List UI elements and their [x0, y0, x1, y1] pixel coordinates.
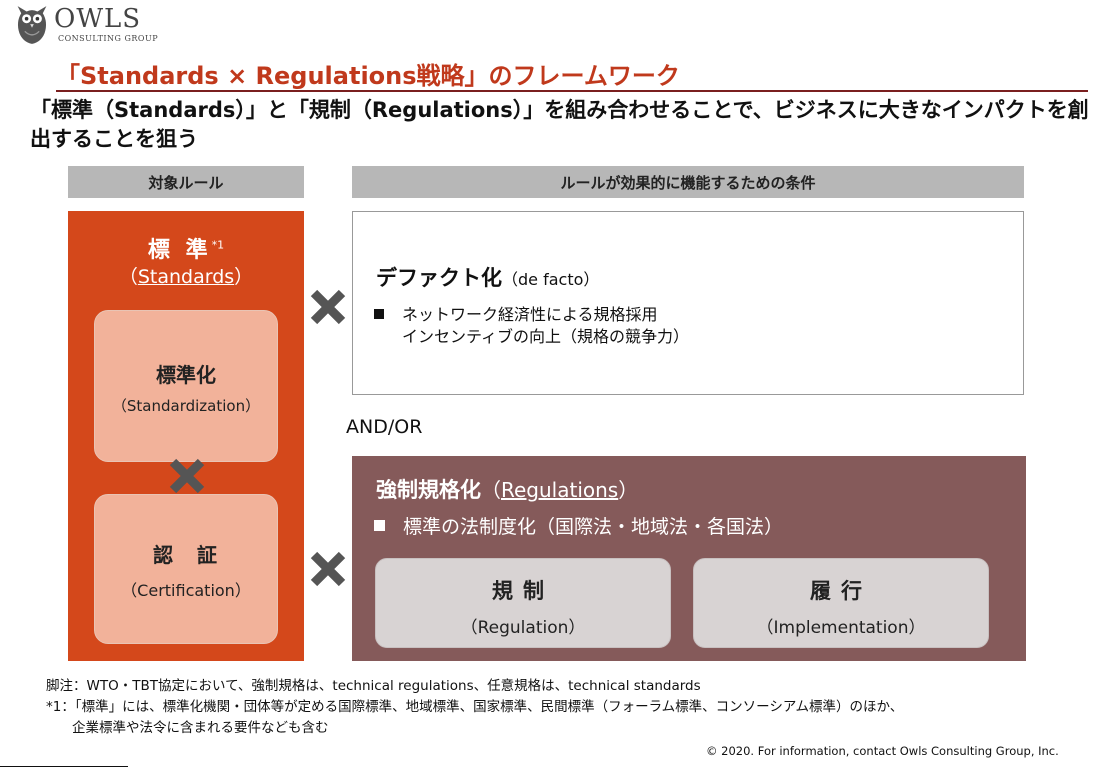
standards-subtitle: （Standards）: [118, 266, 254, 288]
footnote-mark: *1: [211, 238, 225, 252]
copyright: © 2020. For information, contact Owls Co…: [706, 744, 1059, 758]
defacto-title: デファクト化（de facto）: [376, 266, 600, 290]
standards-title: 標 準*1: [147, 238, 225, 263]
regulation-box: 規制 （Regulation）: [375, 558, 671, 648]
certification-label: 認 証: [153, 543, 219, 567]
square-bullet-icon: [374, 520, 385, 531]
lead-message: 「標準（Standards）」と「規制（Regulations）」を組み合わせる…: [30, 98, 1089, 151]
implementation-box: 履行 （Implementation）: [693, 558, 989, 648]
title-divider: [56, 90, 1088, 92]
regulation-sub: （Regulation）: [460, 618, 586, 638]
footnote-line: 脚注：WTO・TBT協定において、強制規格は、technical regulat…: [46, 678, 701, 694]
standardization-box: 標準化 （Standardization）: [94, 310, 278, 462]
cross-icon: [310, 289, 346, 325]
cross-icon: [310, 551, 346, 587]
header-target-rules: 対象ルール: [68, 166, 304, 198]
cross-icon: [169, 458, 205, 494]
standardization-label: 標準化: [156, 363, 216, 387]
certification-box: 認 証 （Certification）: [94, 494, 278, 644]
logo-subtitle: CONSULTING GROUP: [58, 34, 159, 43]
defacto-bullet: ネットワーク経済性による規格採用 インセンティブの向上（規格の競争力）: [374, 304, 689, 348]
page-title: 「Standards × Regulations戦略」のフレームワーク: [56, 62, 680, 90]
regulations-title: 強制規格化（Regulations）: [376, 478, 639, 502]
header-conditions: ルールが効果的に機能するための条件: [352, 166, 1024, 198]
defacto-box: [352, 211, 1024, 395]
regulations-bullet: 標準の法制度化（国際法・地域法・各国法）: [374, 512, 783, 539]
footnote-line: *1：「標準」には、標準化機関・団体等が定める国際標準、地域標準、国家標準、民間…: [46, 699, 904, 715]
standardization-sub: （Standardization）: [111, 397, 261, 415]
footnote-line: 企業標準や法令に含まれる要件なども含む: [72, 720, 329, 736]
certification-sub: （Certification）: [121, 581, 251, 600]
owl-icon: [17, 6, 47, 44]
and-or-label: AND/OR: [346, 416, 423, 438]
implementation-label: 履行: [810, 579, 872, 603]
logo-name: OWLS: [54, 4, 142, 34]
square-bullet-icon: [374, 308, 384, 319]
implementation-sub: （Implementation）: [756, 618, 926, 638]
bottom-divider: [0, 766, 128, 767]
regulation-label: 規制: [492, 579, 554, 603]
